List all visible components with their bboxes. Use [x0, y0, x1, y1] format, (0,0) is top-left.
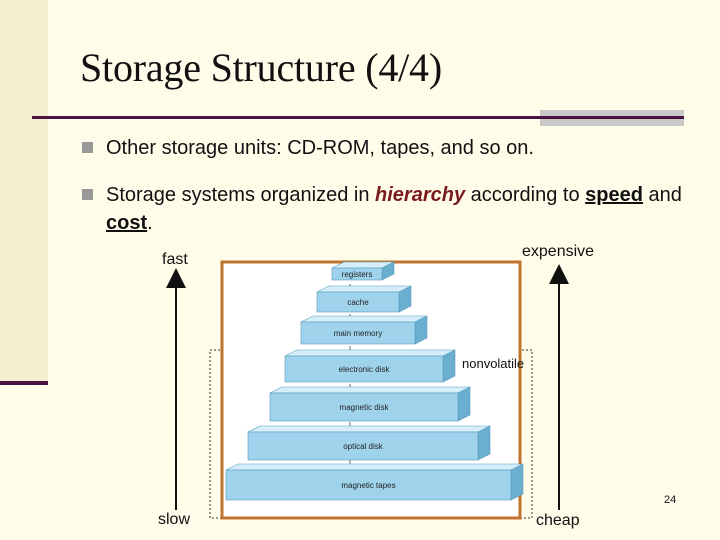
- level-electronic-disk: electronic disk: [284, 349, 456, 383]
- level-label: cache: [347, 298, 369, 307]
- level-label: registers: [342, 270, 373, 279]
- bullet-2-cost: cost: [106, 212, 148, 234]
- bullet-2: Storage systems organized in hierarchy a…: [82, 181, 696, 237]
- label-cheap: cheap: [536, 512, 580, 529]
- left-decor-bar: [0, 381, 48, 385]
- bullet-square-icon: [82, 142, 93, 153]
- level-registers: registers: [331, 261, 395, 281]
- level-main-memory: main memory: [300, 315, 428, 345]
- label-expensive: expensive: [522, 243, 595, 260]
- title-rule: [32, 116, 684, 119]
- label-nonvolatile: nonvolatile: [462, 356, 525, 371]
- hierarchy-blocks: registers cache main memory electronic disk…: [225, 261, 524, 501]
- level-label: electronic disk: [339, 365, 391, 374]
- bullet-2-and: and: [642, 184, 682, 206]
- level-cache: cache: [316, 285, 412, 313]
- level-magnetic-tapes: magnetic tapes: [225, 463, 524, 501]
- level-label: main memory: [334, 329, 382, 338]
- level-label: magnetic tapes: [341, 481, 395, 490]
- level-optical-disk: optical disk: [247, 425, 491, 461]
- bullet-1: Other storage units: CD-ROM, tapes, and …: [82, 134, 534, 162]
- left-decor-band: [0, 0, 48, 384]
- level-label: optical disk: [343, 442, 384, 451]
- bullet-square-icon: [82, 189, 93, 200]
- bullet-2-end: .: [147, 212, 153, 234]
- level-magnetic-disk: magnetic disk: [269, 386, 471, 422]
- slide-title: Storage Structure (4/4): [80, 45, 442, 90]
- bullet-1-text: Other storage units: CD-ROM, tapes, and …: [106, 137, 534, 159]
- label-slow: slow: [158, 511, 191, 528]
- bullet-2-hierarchy: hierarchy: [375, 184, 466, 206]
- page-number: 24: [664, 494, 677, 506]
- bullet-2-speed: speed: [585, 184, 643, 206]
- bullet-2-part1: Storage systems organized in: [106, 184, 376, 206]
- label-fast: fast: [162, 251, 188, 268]
- level-label: magnetic disk: [340, 403, 390, 412]
- bullet-2-part2: according to: [465, 184, 586, 206]
